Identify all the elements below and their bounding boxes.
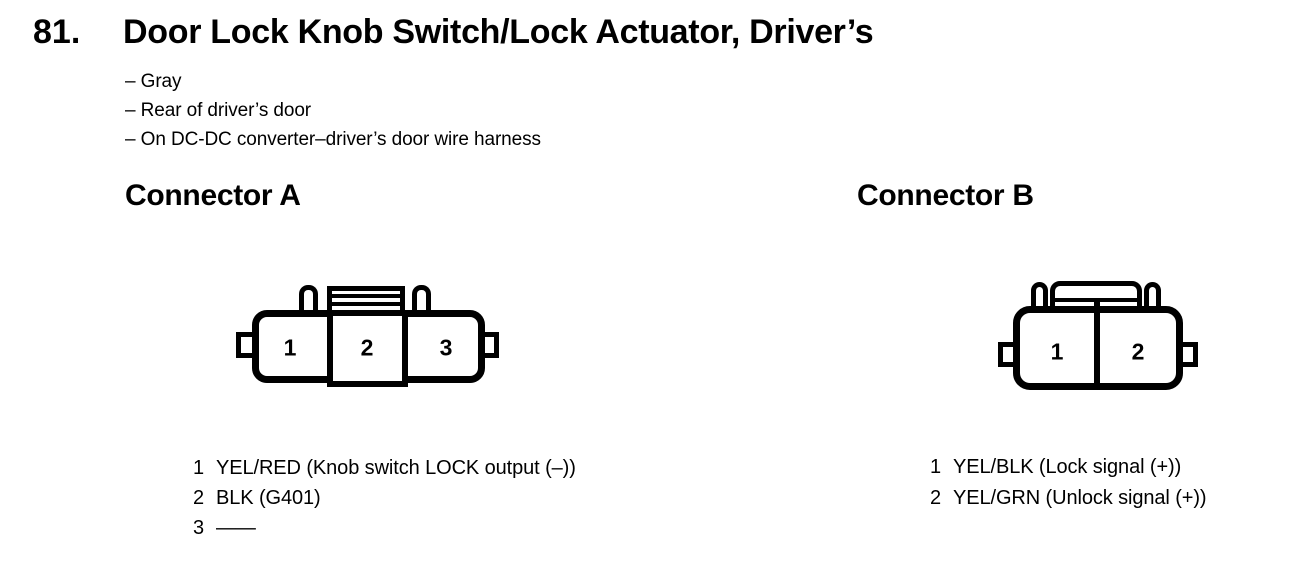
side-latch-left-icon xyxy=(236,332,256,358)
cavity-divider xyxy=(1094,299,1100,390)
guide-tab-right-icon xyxy=(412,285,431,315)
cavity-number-2: 2 xyxy=(360,334,374,361)
cavity-number-2: 2 xyxy=(1131,338,1145,365)
pin-row: 3 —— xyxy=(193,513,576,543)
guide-tab-right-icon xyxy=(1144,282,1161,310)
connector-a-pin-list: 1 YEL/RED (Knob switch LOCK output (–)) … xyxy=(193,453,576,543)
pin-row: 2 YEL/GRN (Unlock signal (+)) xyxy=(930,483,1207,514)
connector-a-heading: Connector A xyxy=(125,179,301,212)
pin-number: 2 xyxy=(930,487,942,509)
pin-2-cavity xyxy=(327,310,408,387)
cavity-number-3: 3 xyxy=(439,334,453,361)
pin-label: YEL/RED (Knob switch LOCK output (–)) xyxy=(216,457,576,479)
page-title: Door Lock Knob Switch/Lock Actuator, Dri… xyxy=(123,13,874,51)
lock-tab-ridge xyxy=(332,294,400,298)
pin-label: YEL/BLK (Lock signal (+)) xyxy=(953,456,1182,478)
connector-b-pin-list: 1 YEL/BLK (Lock signal (+)) 2 YEL/GRN (U… xyxy=(930,452,1207,514)
cavity-number-1: 1 xyxy=(1050,338,1064,365)
location-note: – On DC-DC converter–driver’s door wire … xyxy=(125,129,541,150)
location-notes: – Gray – Rear of driver’s door – On DC-D… xyxy=(125,67,541,154)
side-latch-right-icon xyxy=(1178,342,1198,367)
connector-a-diagram: 1 2 3 xyxy=(230,280,520,400)
pin-number: 1 xyxy=(930,456,942,478)
pin-number: 2 xyxy=(193,487,205,509)
pin-row: 1 YEL/RED (Knob switch LOCK output (–)) xyxy=(193,453,576,483)
pin-number: 1 xyxy=(193,457,205,479)
pin-label: YEL/GRN (Unlock signal (+)) xyxy=(953,487,1207,509)
pin-row: 2 BLK (G401) xyxy=(193,483,576,513)
pin-label: —— xyxy=(216,517,256,539)
guide-tab-left-icon xyxy=(299,285,318,315)
pin-number: 3 xyxy=(193,517,205,539)
location-note: – Rear of driver’s door xyxy=(125,100,312,121)
section-number: 81. xyxy=(33,13,81,51)
pin-label: BLK (G401) xyxy=(216,487,321,509)
lock-tab-ridge xyxy=(332,302,400,306)
connector-b-diagram: 1 2 xyxy=(995,275,1210,400)
guide-tab-left-icon xyxy=(1031,282,1048,310)
connector-b-heading: Connector B xyxy=(857,179,1034,212)
pin-row: 1 YEL/BLK (Lock signal (+)) xyxy=(930,452,1206,483)
cavity-number-1: 1 xyxy=(283,334,297,361)
location-note: – Gray xyxy=(125,71,182,92)
